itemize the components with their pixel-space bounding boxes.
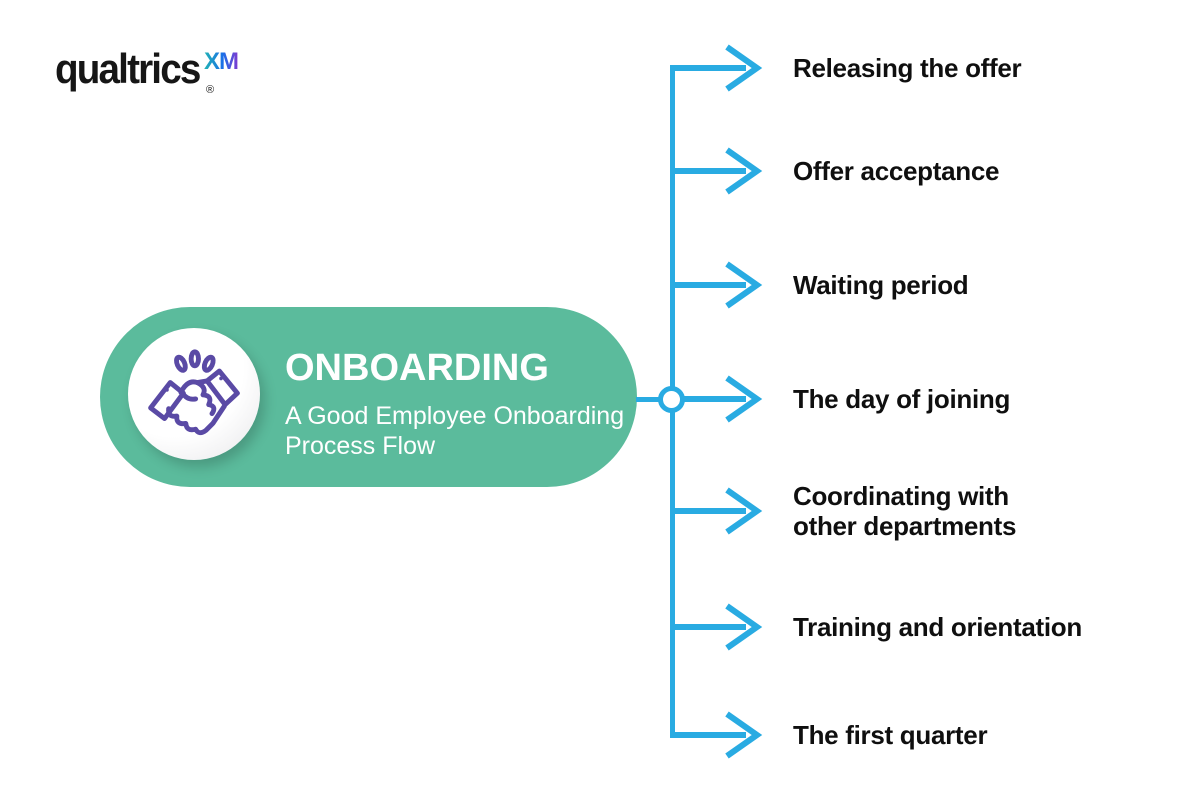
arrow-right-icon [670, 603, 763, 651]
onboarding-hub-card: ONBOARDING A Good Employee Onboarding Pr… [100, 307, 637, 487]
step-label: Offer acceptance [793, 156, 1000, 186]
qualtrics-logo: qualtrics XM ® [55, 48, 255, 108]
step-label: Training and orientation [793, 612, 1082, 642]
step-label: Releasing the offer [793, 53, 1022, 83]
xm-mark: XM [204, 48, 239, 75]
qualtrics-wordmark: qualtrics [55, 45, 201, 92]
hub-title: ONBOARDING [285, 347, 549, 389]
hub-connector-line [636, 396, 672, 402]
arrow-right-icon [670, 44, 763, 92]
handshake-icon-circle [128, 328, 260, 460]
arrow-right-icon [670, 711, 763, 759]
arrow-right-icon [670, 487, 763, 535]
step-row-7: The first quarter [670, 705, 988, 765]
step-row-6: Training and orientation [670, 597, 1082, 657]
arrow-right-icon [670, 147, 763, 195]
step-label: The day of joining [793, 384, 1011, 414]
handshake-icon [148, 349, 240, 436]
step-row-4: The day of joining [670, 369, 1010, 429]
timeline-node-circle [658, 386, 685, 413]
step-label: Coordinating with other departments [793, 481, 1017, 541]
step-row-3: Waiting period [670, 255, 969, 315]
arrow-right-icon [670, 261, 763, 309]
step-label: Waiting period [793, 270, 969, 300]
step-row-5: Coordinating with other departments [670, 481, 1016, 541]
hub-subtitle: A Good Employee Onboarding Process Flow [285, 402, 625, 460]
step-row-1: Releasing the offer [670, 38, 1022, 98]
registered-trademark-icon: ® [206, 84, 215, 96]
step-label: The first quarter [793, 720, 988, 750]
step-row-2: Offer acceptance [670, 141, 999, 201]
